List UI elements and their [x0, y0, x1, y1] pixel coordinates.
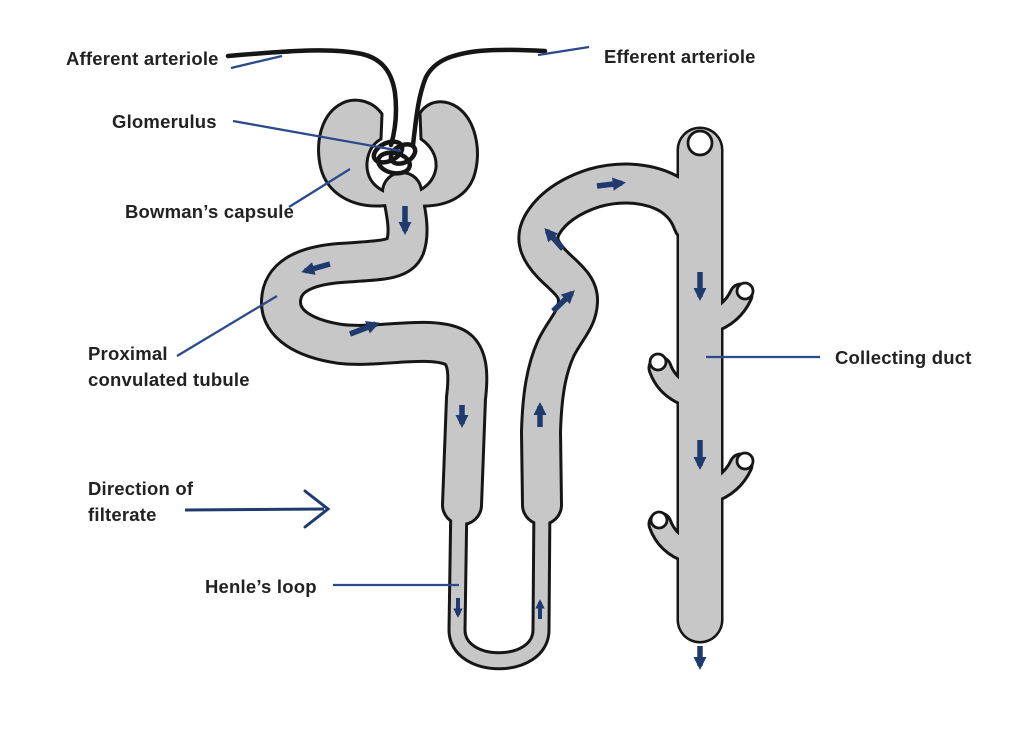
flow-arrow-proximal-left: [301, 261, 331, 275]
proximal-tubule-fill: [263, 174, 486, 523]
branch-opening-icon-1: [735, 281, 755, 301]
afferent-arteriole-line: [225, 48, 399, 148]
label-collecting-duct: Collecting duct: [835, 347, 972, 368]
henle-loop-fill: [450, 491, 549, 668]
direction-arrow-shaft: [184, 507, 325, 512]
glomerulus-loop-3: [375, 150, 413, 176]
duct-top-opening-icon: [686, 129, 714, 157]
label-proximal-tubule: Proximal convulated tubule: [88, 341, 250, 393]
label-direction-line2: filterate: [88, 504, 157, 525]
direction-arrow-icon: [184, 489, 331, 529]
leader-proximal: [176, 295, 278, 357]
glomerulus-coil: [371, 139, 418, 176]
direction-arrow-chevron: [303, 489, 331, 529]
label-efferent-arteriole: Efferent arteriole: [604, 46, 756, 67]
leader-efferent: [537, 45, 590, 57]
leader-glomerulus: [232, 119, 402, 153]
flow-arrow-distal-upleft: [544, 228, 566, 251]
tube-fills: [263, 129, 751, 668]
label-proximal-line2: convulated tubule: [88, 369, 250, 390]
branch-opening-icon-3: [735, 451, 755, 471]
label-glomerulus: Glomerulus: [112, 111, 217, 132]
branch-opening-icon-4: [649, 510, 669, 530]
flow-arrow-proximal-right: [349, 321, 380, 337]
leader-bowmans: [288, 168, 351, 208]
label-afferent-arteriole: Afferent arteriole: [66, 48, 219, 69]
leader-afferent: [230, 54, 283, 70]
flow-arrows: [301, 177, 707, 670]
label-direction-line1: Direction of: [88, 478, 194, 499]
duct-branch-fill-2: [650, 358, 700, 406]
label-direction-of-filtrate: Direction of filterate: [88, 476, 193, 528]
label-henles-loop: Henle’s loop: [205, 576, 317, 597]
leader-lines: [176, 45, 820, 587]
label-bowmans-capsule: Bowman’s capsule: [125, 201, 295, 222]
flow-arrow-to-duct: [596, 177, 626, 191]
efferent-arteriole-line: [410, 47, 548, 148]
distal-tubule-fill: [520, 165, 711, 523]
flow-arrow-distal-upright: [551, 290, 575, 313]
label-proximal-line1: Proximal: [88, 343, 168, 364]
tube-openings: [648, 129, 755, 530]
branch-opening-icon-2: [648, 352, 668, 372]
